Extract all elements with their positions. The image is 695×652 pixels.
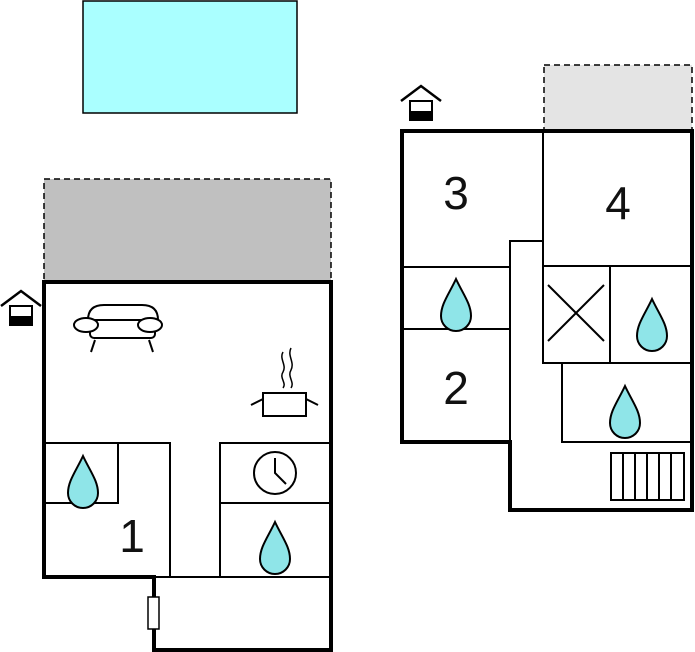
upper-floor-interior-walls (402, 131, 692, 443)
room-label-4: 4 (605, 177, 631, 229)
stairs-icon (610, 452, 685, 501)
terrace-ground (43, 178, 332, 283)
closet-cross-icon (547, 284, 605, 342)
bathroom-drop-icon (259, 521, 291, 575)
entrance-house-icon (0, 289, 43, 327)
ground-floor-interior-walls (44, 442, 331, 578)
upper-floor-outline (400, 129, 694, 512)
clock-icon (253, 451, 297, 495)
room-label-3: 3 (443, 167, 469, 219)
bathroom-drop-icon (609, 385, 641, 439)
pool (82, 0, 298, 114)
entrance-house-icon (399, 84, 443, 122)
room-label-2: 2 (443, 362, 469, 414)
sofa-icon (73, 304, 163, 353)
door-icon (147, 596, 160, 630)
cooking-pot-icon (250, 347, 319, 417)
ground-floor-outline (42, 280, 333, 652)
bathroom-drop-icon (440, 278, 472, 332)
bathroom-drop-icon (636, 298, 668, 352)
room-label-1: 1 (119, 510, 145, 562)
bathroom-drop-icon (67, 455, 99, 509)
terrace-upper (543, 64, 693, 132)
